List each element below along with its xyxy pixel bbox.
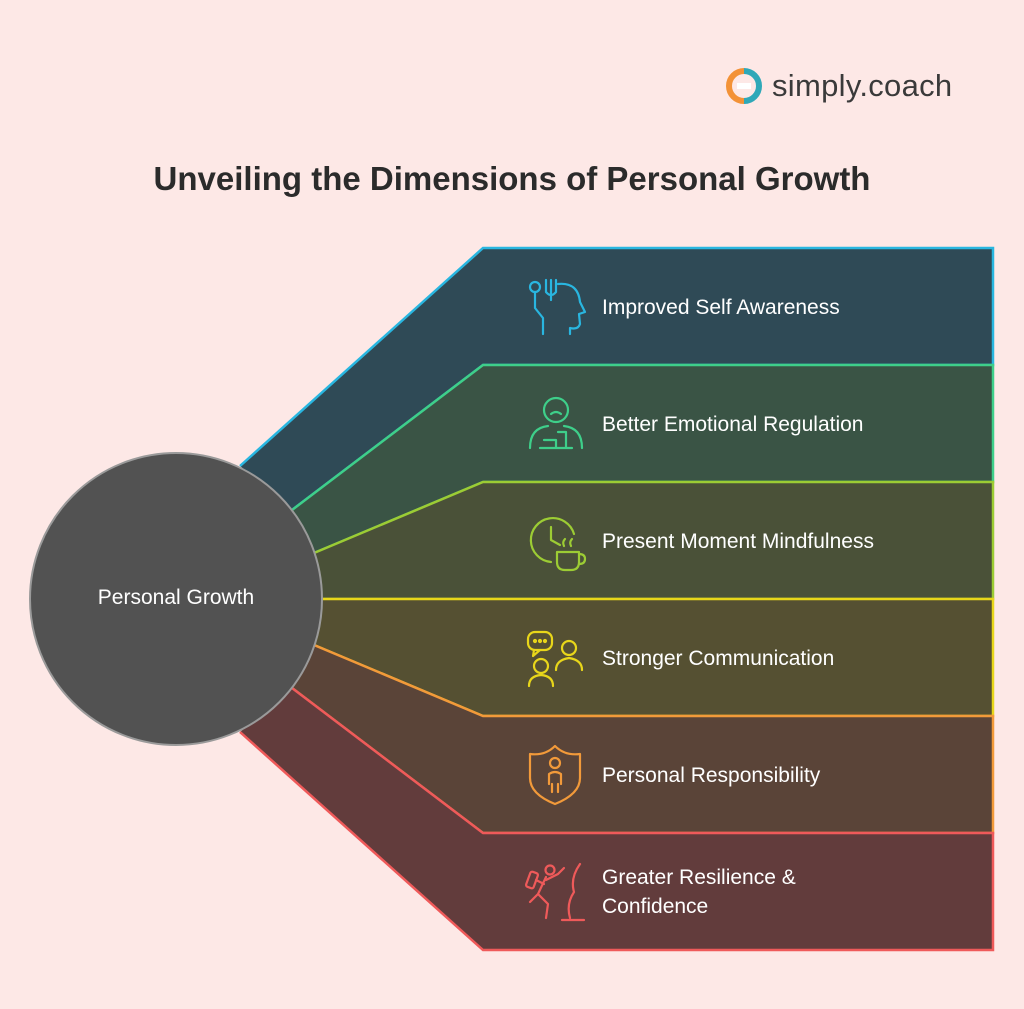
hub-circle [29,452,323,746]
branch-band-3 [314,482,993,599]
branch-band-1 [240,248,993,510]
head-silhouette-icon [528,278,587,336]
hub-label: Personal Growth [97,586,255,609]
brand-name: simply.coach [772,68,953,103]
people-talking-icon [526,630,584,688]
brand-logo: simply.coach [726,66,952,106]
branch-band-2 [292,365,993,553]
branch-band-5 [292,645,993,833]
branch-label-1: Improved Self Awareness [602,296,840,319]
branch-label-4: Stronger Communication [602,647,835,670]
clock-with-cup-icon [529,517,587,572]
simply-coach-logo-icon [726,68,762,104]
branch-band-6 [240,688,993,950]
branch-label-2: Better Emotional Regulation [602,413,864,436]
person-at-desk-icon [528,396,584,450]
branch-label-3: Present Moment Mindfulness [602,530,874,553]
branch-label-5: Personal Responsibility [602,764,821,787]
branch-band-4 [314,599,993,716]
branch-border-6 [239,687,995,952]
page-title: Unveiling the Dimensions of Personal Gro… [153,160,871,197]
climbing-person-icon [524,862,586,922]
branch-label-6: Greater Resilience & Confidence [602,866,796,918]
person-in-shield-icon [528,744,582,806]
